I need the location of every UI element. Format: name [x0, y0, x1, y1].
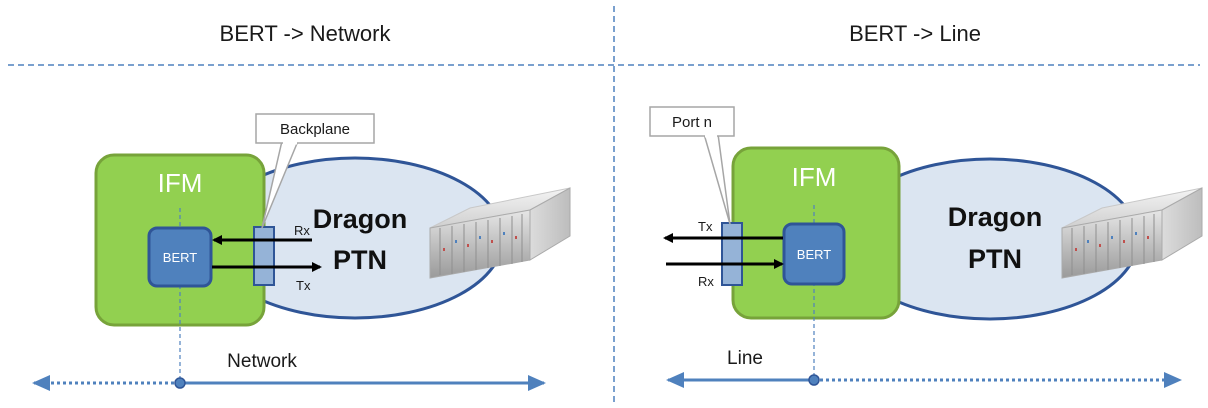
right-callout-pointer	[703, 133, 731, 225]
left-ifm-label: IFM	[158, 168, 203, 198]
left-range-origin-dot	[174, 377, 186, 389]
right-bert-box	[782, 222, 846, 286]
left-callout-label: Backplane	[280, 121, 350, 138]
left-range-label: Network	[227, 351, 297, 372]
right-panel: BERT -> Line Dragon PTN IFM BERT Tx Rx P…	[649, 21, 1203, 388]
left-title: BERT -> Network	[220, 21, 392, 46]
right-range-origin-dot	[808, 374, 820, 386]
left-rx-label: Rx	[294, 223, 310, 238]
right-port-connector	[721, 222, 743, 286]
right-callout-label: Port n	[672, 114, 712, 131]
right-tx-label: Tx	[698, 219, 713, 234]
left-cloud-line2: PTN	[333, 245, 387, 275]
right-callout-box	[649, 106, 735, 137]
right-cloud-line2: PTN	[968, 244, 1022, 274]
right-range-label: Line	[727, 348, 763, 369]
left-panel: BERT -> Network Dragon PTN IFM BERT Rx T…	[32, 21, 571, 391]
right-cloud-line1: Dragon	[948, 202, 1043, 232]
right-rx-label: Rx	[698, 274, 714, 289]
left-backplane-connector	[253, 226, 275, 286]
left-tx-label: Tx	[296, 278, 311, 293]
right-ifm-label: IFM	[792, 162, 837, 192]
right-title: BERT -> Line	[849, 21, 981, 46]
left-cloud-line1: Dragon	[313, 204, 408, 234]
left-bert-label: BERT	[163, 250, 197, 265]
left-callout-box	[255, 113, 375, 144]
left-bert-box	[147, 226, 213, 288]
right-bert-label: BERT	[797, 247, 831, 262]
